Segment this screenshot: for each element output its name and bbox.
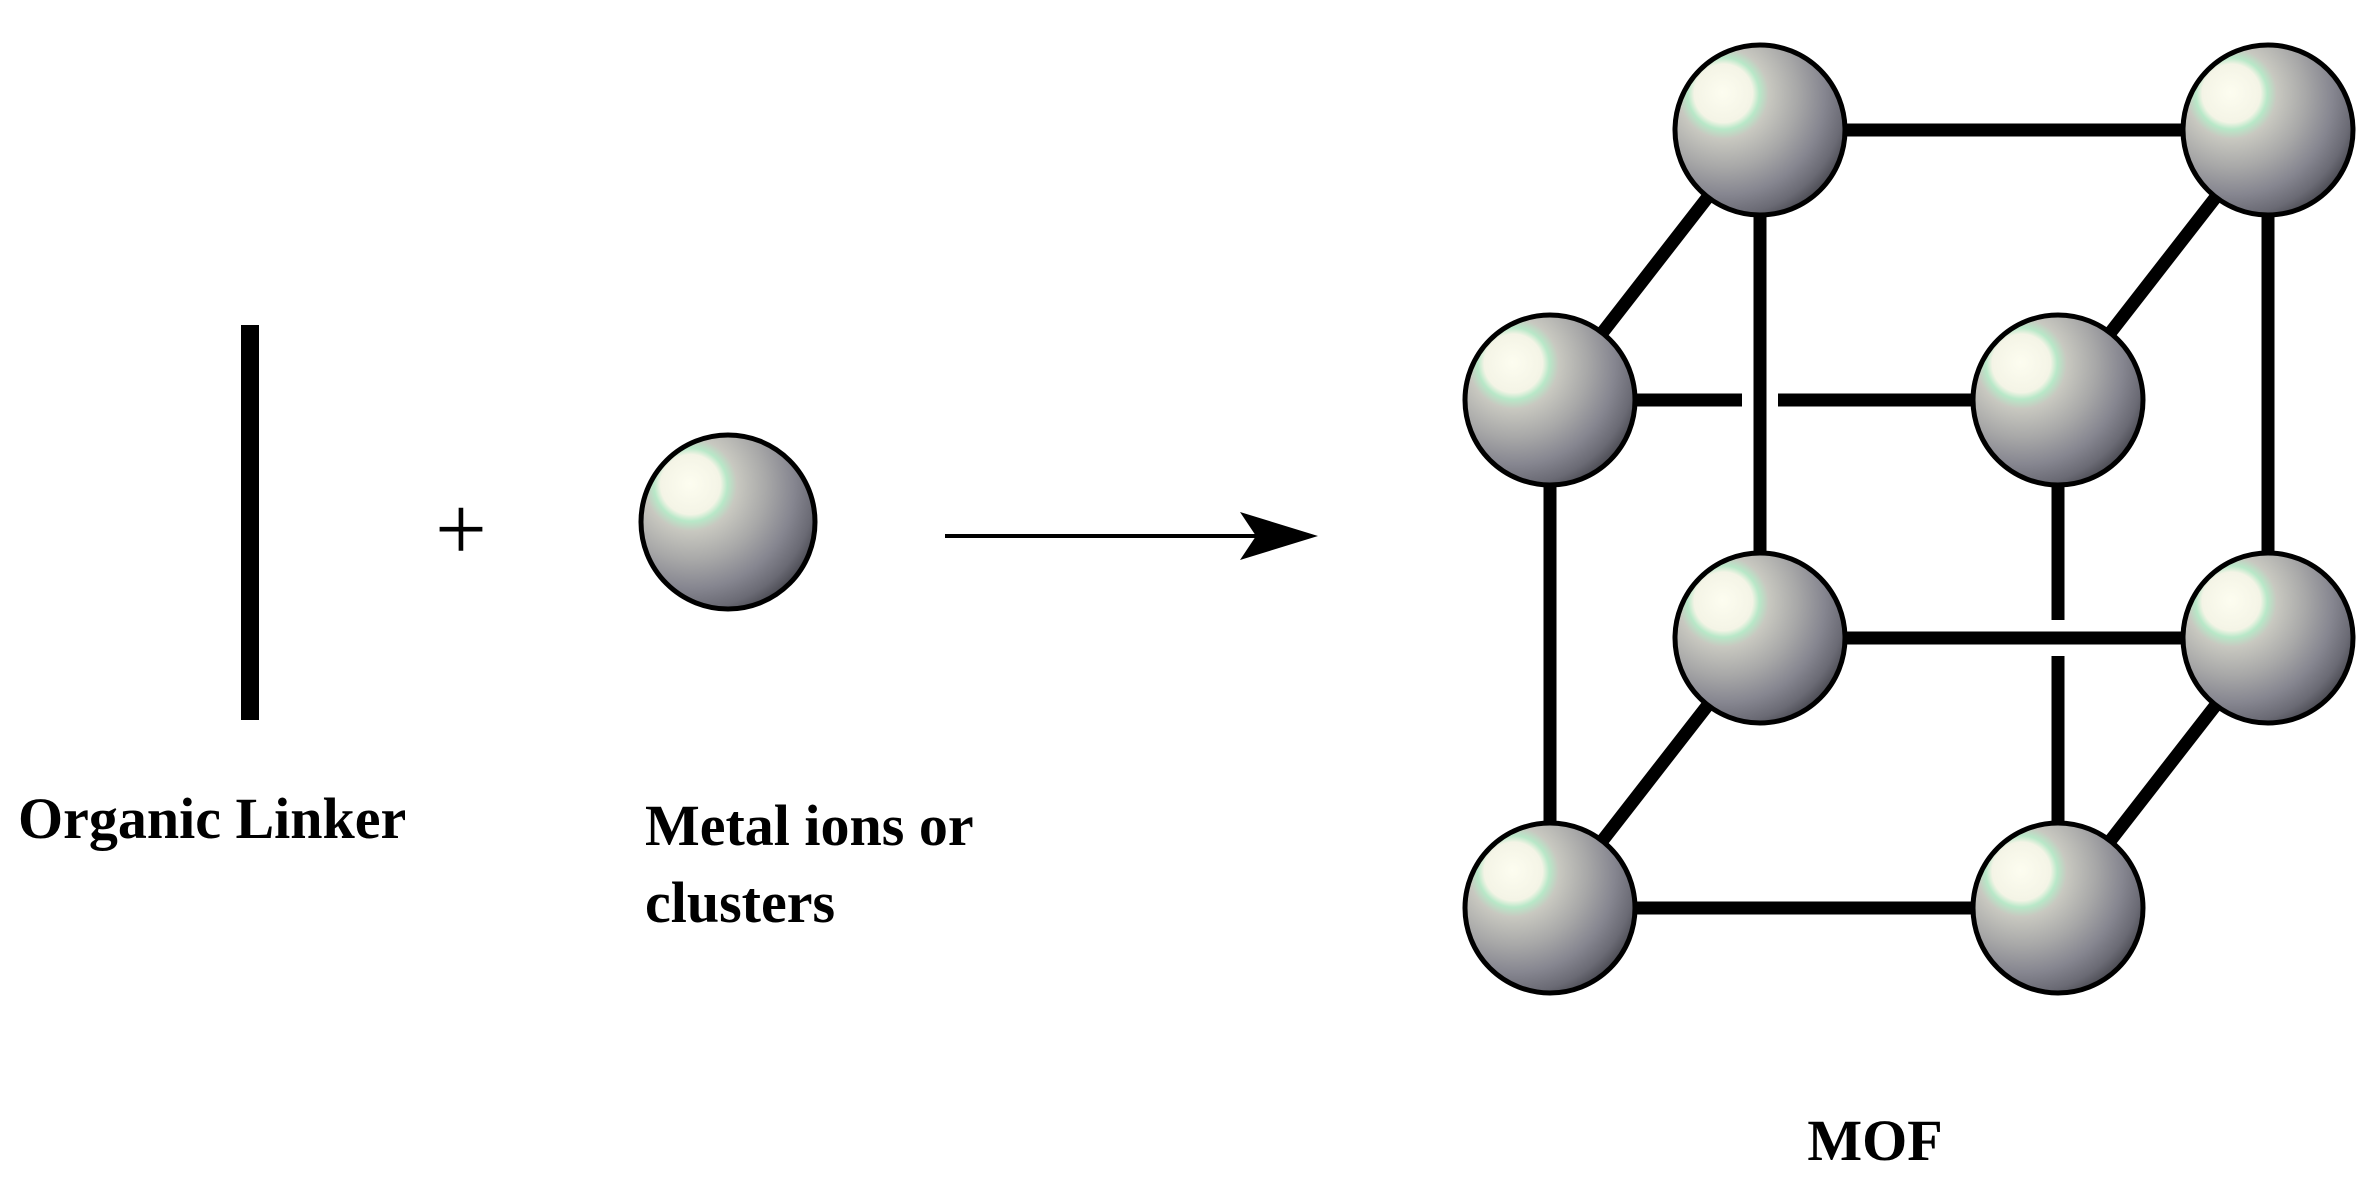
- mof-cubic-framework-icon: [1462, 42, 2356, 996]
- mof-node-back-top-left: [1672, 42, 1848, 218]
- mof-node-front-bottom-left: [1462, 820, 1638, 996]
- plus-sign: +: [435, 478, 487, 580]
- mof-node-back-bottom-left: [1672, 550, 1848, 726]
- mof-label: MOF: [1807, 1108, 1942, 1173]
- organic-linker-label: Organic Linker: [18, 786, 406, 851]
- metal-ions-label-line1: Metal ions or: [645, 793, 974, 858]
- metal-ions-label-line2: clusters: [645, 870, 835, 935]
- mof-node-front-bottom-right: [1970, 820, 2146, 996]
- reaction-arrow-icon: [945, 512, 1318, 560]
- mof-node-back-top-right: [2180, 42, 2356, 218]
- mof-node-front-top-left: [1462, 312, 1638, 488]
- mof-node-front-top-right: [1970, 312, 2146, 488]
- mof-node-back-bottom-right: [2180, 550, 2356, 726]
- metal-node-sphere-icon: [638, 432, 818, 612]
